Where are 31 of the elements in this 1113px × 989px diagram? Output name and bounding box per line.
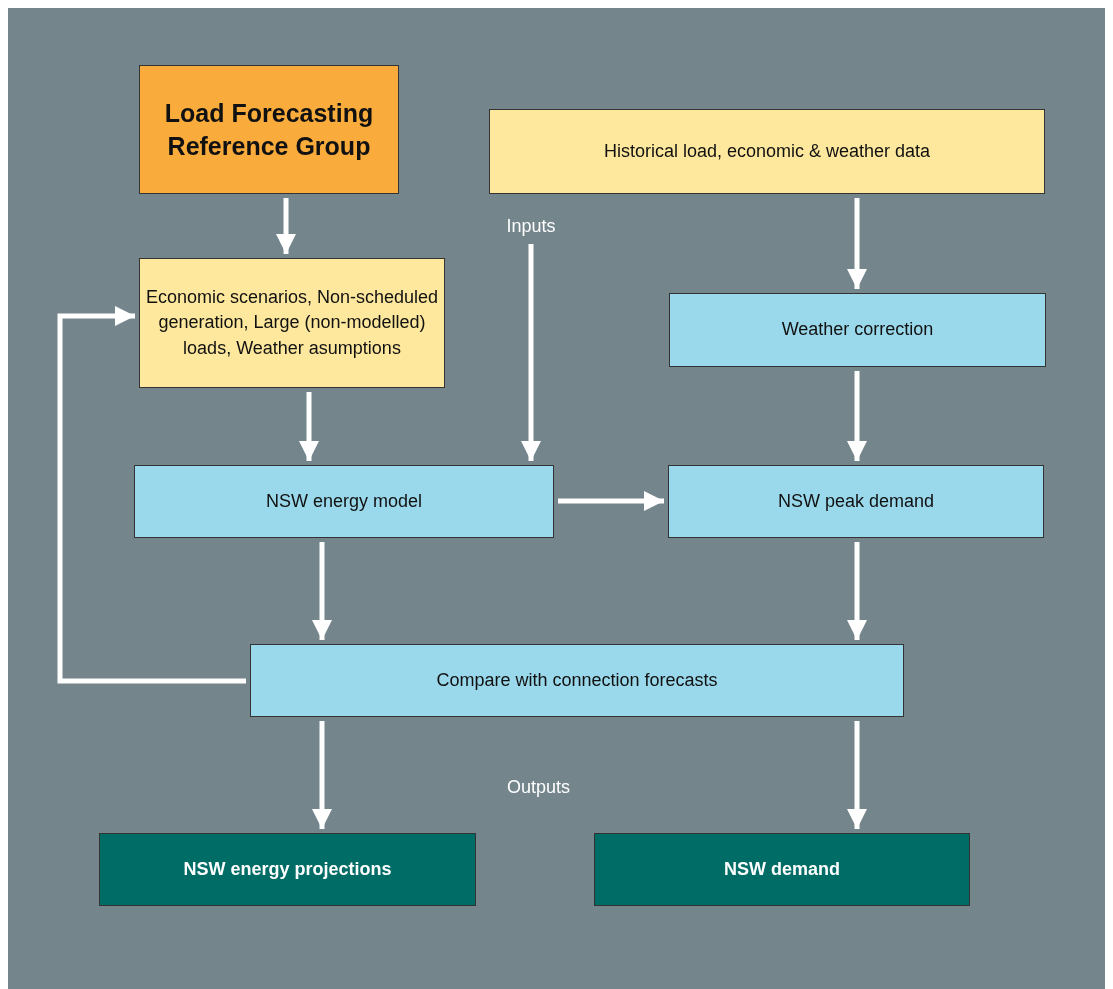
arrow — [276, 198, 296, 254]
arrow — [312, 542, 332, 640]
input-box — [139, 258, 445, 388]
box-label: Load Forecasting Reference Group — [163, 98, 375, 162]
output-box — [99, 833, 476, 906]
outputs-text: Outputs — [507, 777, 571, 798]
input-box — [489, 109, 1045, 194]
box-label: Historical load, economic & weather data — [603, 139, 931, 163]
output-box — [594, 833, 970, 906]
arrow — [847, 371, 867, 461]
arrow — [57, 306, 246, 684]
arrow — [299, 392, 319, 461]
arrow — [847, 721, 867, 829]
process-box — [668, 465, 1044, 538]
box-label: Compare with connection forecasts — [436, 668, 718, 692]
process-box — [250, 644, 904, 717]
box-label: NSW energy projections — [183, 857, 392, 881]
arrow — [521, 244, 541, 461]
inputs-text: Inputs — [491, 214, 571, 240]
box-label: Economic scenarios, Non-scheduled generation, Large (non-modelled) loads, Weather asumptions — [144, 286, 440, 360]
process-box — [134, 465, 554, 538]
process-box — [669, 293, 1046, 367]
box-label: Weather correction — [781, 318, 934, 342]
arrow — [847, 542, 867, 640]
box-label: NSW energy model — [265, 489, 423, 513]
box-label: NSW demand — [724, 857, 840, 881]
box-label: NSW peak demand — [777, 489, 935, 513]
arrow — [312, 721, 332, 829]
group-box — [139, 65, 399, 194]
arrow — [847, 198, 867, 289]
arrow — [558, 491, 664, 511]
